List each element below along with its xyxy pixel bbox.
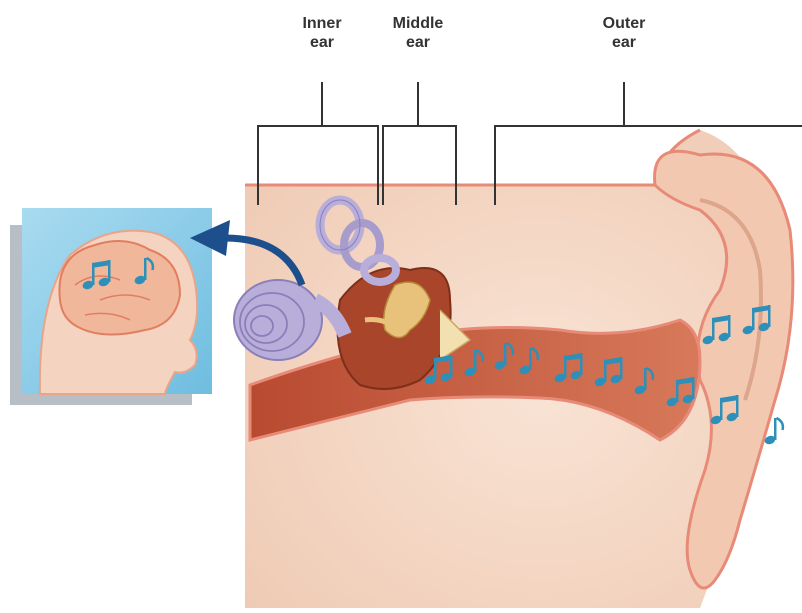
inner-ear-label-line2: ear <box>267 33 377 52</box>
middle-ear-label-line1: Middle <box>363 14 473 33</box>
brain-panel <box>10 208 212 405</box>
outer-ear-label: Outer ear <box>569 14 679 52</box>
outer-ear-label-line2: ear <box>569 33 679 52</box>
inner-ear-label: Inner ear <box>267 14 377 52</box>
middle-ear-label-line2: ear <box>363 33 473 52</box>
outer-ear-label-line1: Outer <box>569 14 679 33</box>
inner-ear-label-line1: Inner <box>267 14 377 33</box>
brain-icon <box>59 241 180 335</box>
middle-ear-label: Middle ear <box>363 14 473 52</box>
